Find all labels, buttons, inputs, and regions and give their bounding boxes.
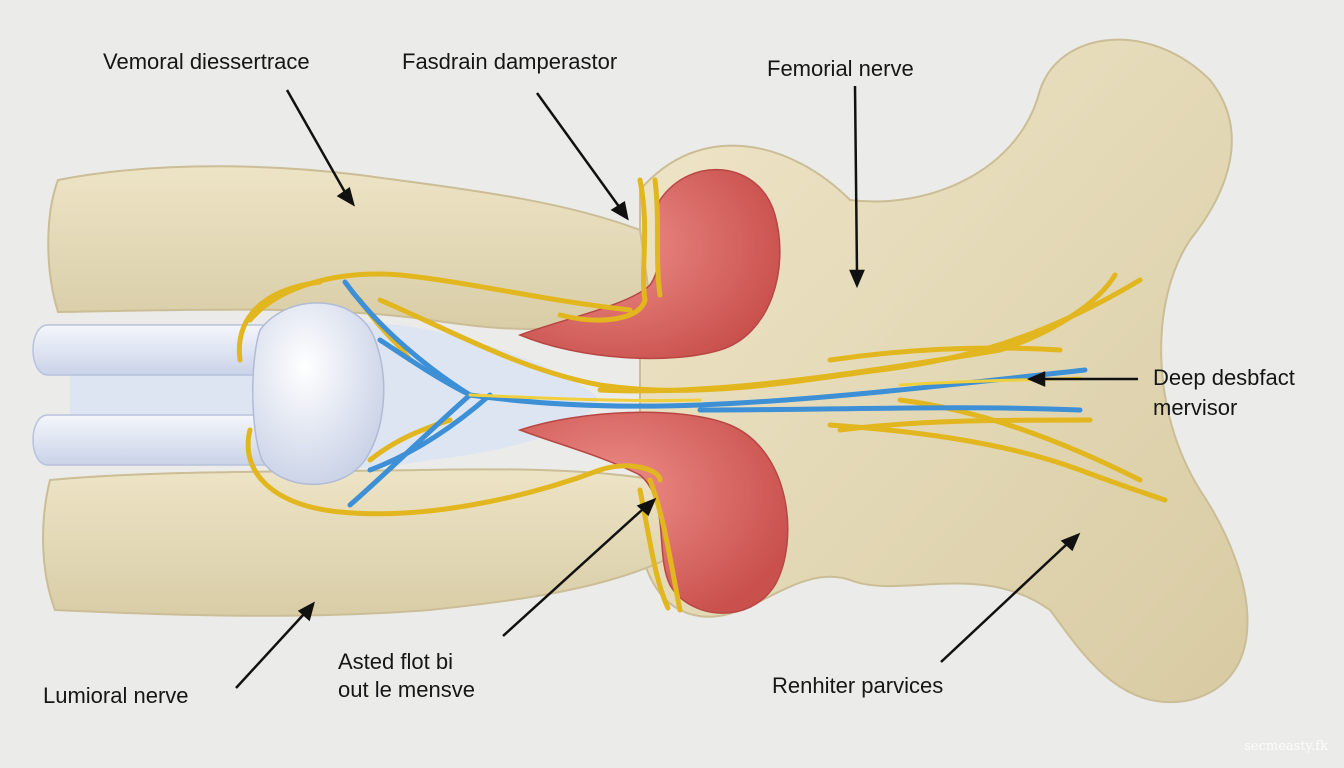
articular-head [252, 302, 385, 486]
upper-cartilage-tube [32, 324, 271, 376]
label-vemoral-diessertrace: Vemoral diessertrace [103, 49, 310, 74]
nerve-bundle [236, 177, 1168, 613]
lower-bone [42, 468, 667, 617]
lower-muscle [517, 411, 789, 614]
label-femorial-nerve: Femorial nerve [767, 56, 914, 81]
vessel-bundle [342, 279, 1088, 508]
upper-muscle [517, 168, 781, 360]
label-lumioral-nerve: Lumioral nerve [43, 683, 189, 708]
label-renhiter-parvices: Renhiter parvices [772, 673, 944, 698]
label-deep-desbfact-line1: Deep desbfact [1153, 365, 1295, 390]
watermark: secmeasty.fk [1244, 739, 1328, 754]
label-asted-flot-line1: Asted flot bi [338, 649, 453, 674]
right-bone-body [635, 38, 1249, 703]
label-deep-desbfact-line2: mervisor [1153, 395, 1238, 420]
lower-cartilage-tube [32, 414, 271, 466]
leader-arrows [235, 85, 1138, 689]
label-asted-flot-line2: out le mensve [338, 677, 475, 702]
label-fasdrain-damperastor: Fasdrain damperastor [402, 49, 618, 74]
